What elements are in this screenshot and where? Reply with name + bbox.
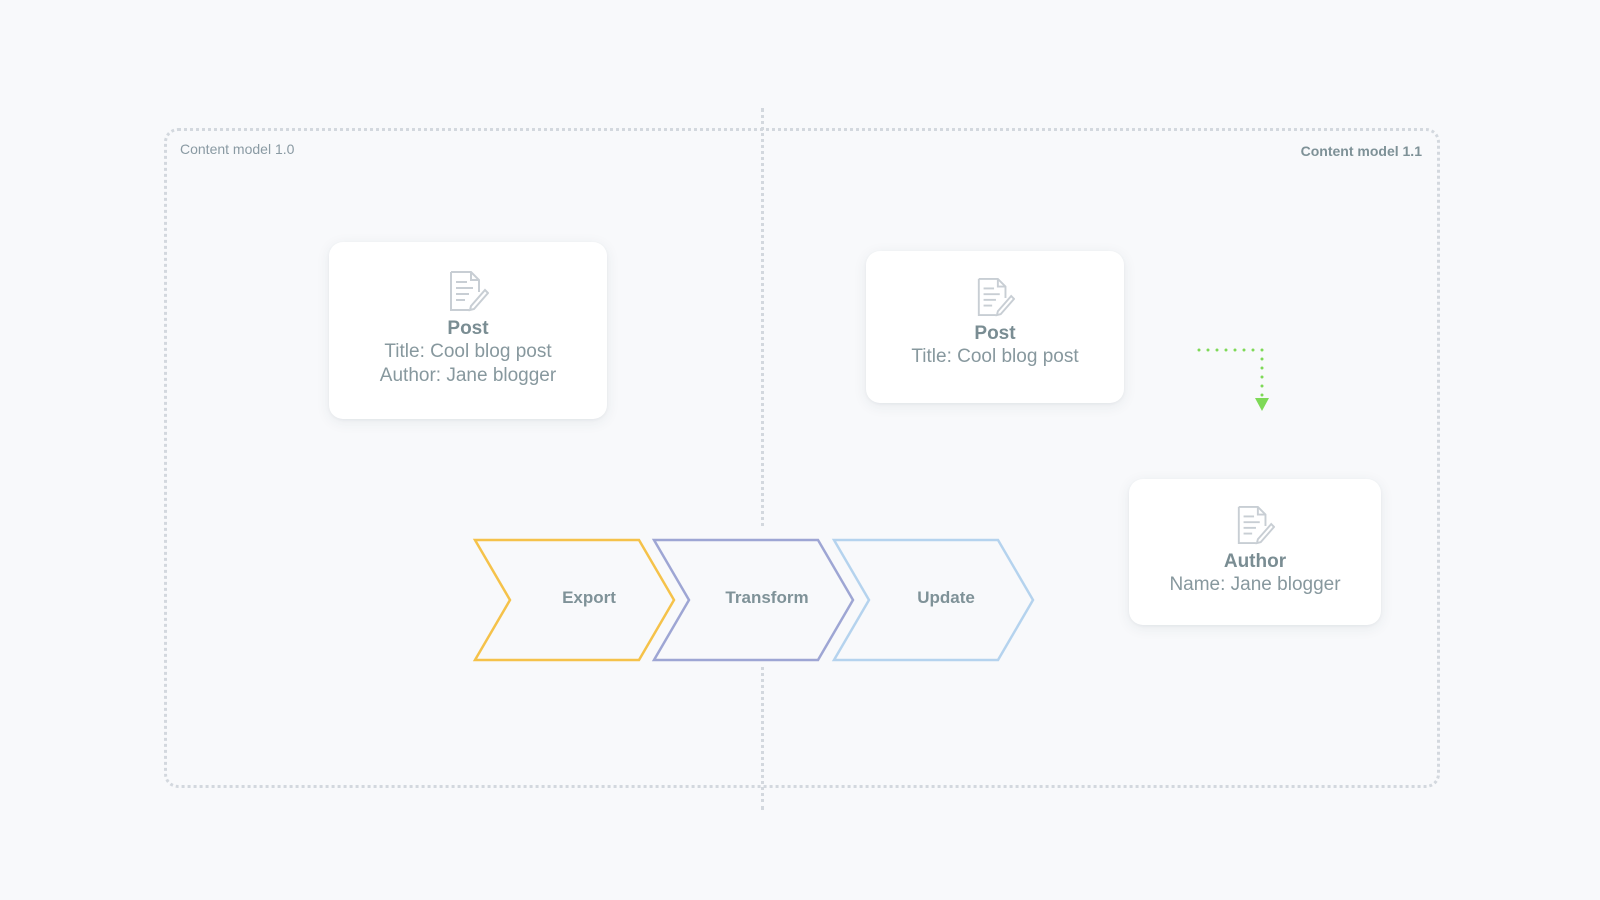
author-card: Author Name: Jane blogger	[1129, 479, 1381, 625]
card-field: Author: Jane blogger	[379, 365, 557, 386]
card-field: Name: Jane blogger	[1169, 574, 1341, 595]
document-edit-icon	[977, 277, 1015, 317]
export-step-label: Export	[562, 588, 616, 607]
document-edit-icon	[450, 271, 489, 312]
post-card-old: Post Title: Cool blog post Author: Jane …	[329, 242, 607, 419]
card-field: Title: Cool blog post	[384, 341, 552, 362]
transform-step-chevron	[651, 538, 855, 662]
card-title: Post	[447, 318, 489, 339]
card-field: Title: Cool blog post	[911, 346, 1079, 367]
export-step-chevron	[472, 538, 676, 662]
card-title: Post	[974, 323, 1016, 344]
model-divider	[761, 108, 764, 810]
document-edit-icon	[1237, 505, 1275, 545]
content-model-1-0-label: Content model 1.0	[180, 141, 295, 157]
update-step-chevron	[831, 538, 1035, 662]
dotted-arrow-down-icon	[1197, 348, 1269, 411]
content-model-1-1-label: Content model 1.1	[1300, 143, 1422, 159]
update-step-label: Update	[917, 588, 975, 607]
card-title: Author	[1223, 551, 1287, 572]
diagram-frame	[164, 128, 1440, 788]
transform-step-label: Transform	[725, 588, 809, 607]
post-card-new: Post Title: Cool blog post	[866, 251, 1124, 403]
divider-gap	[756, 528, 770, 666]
